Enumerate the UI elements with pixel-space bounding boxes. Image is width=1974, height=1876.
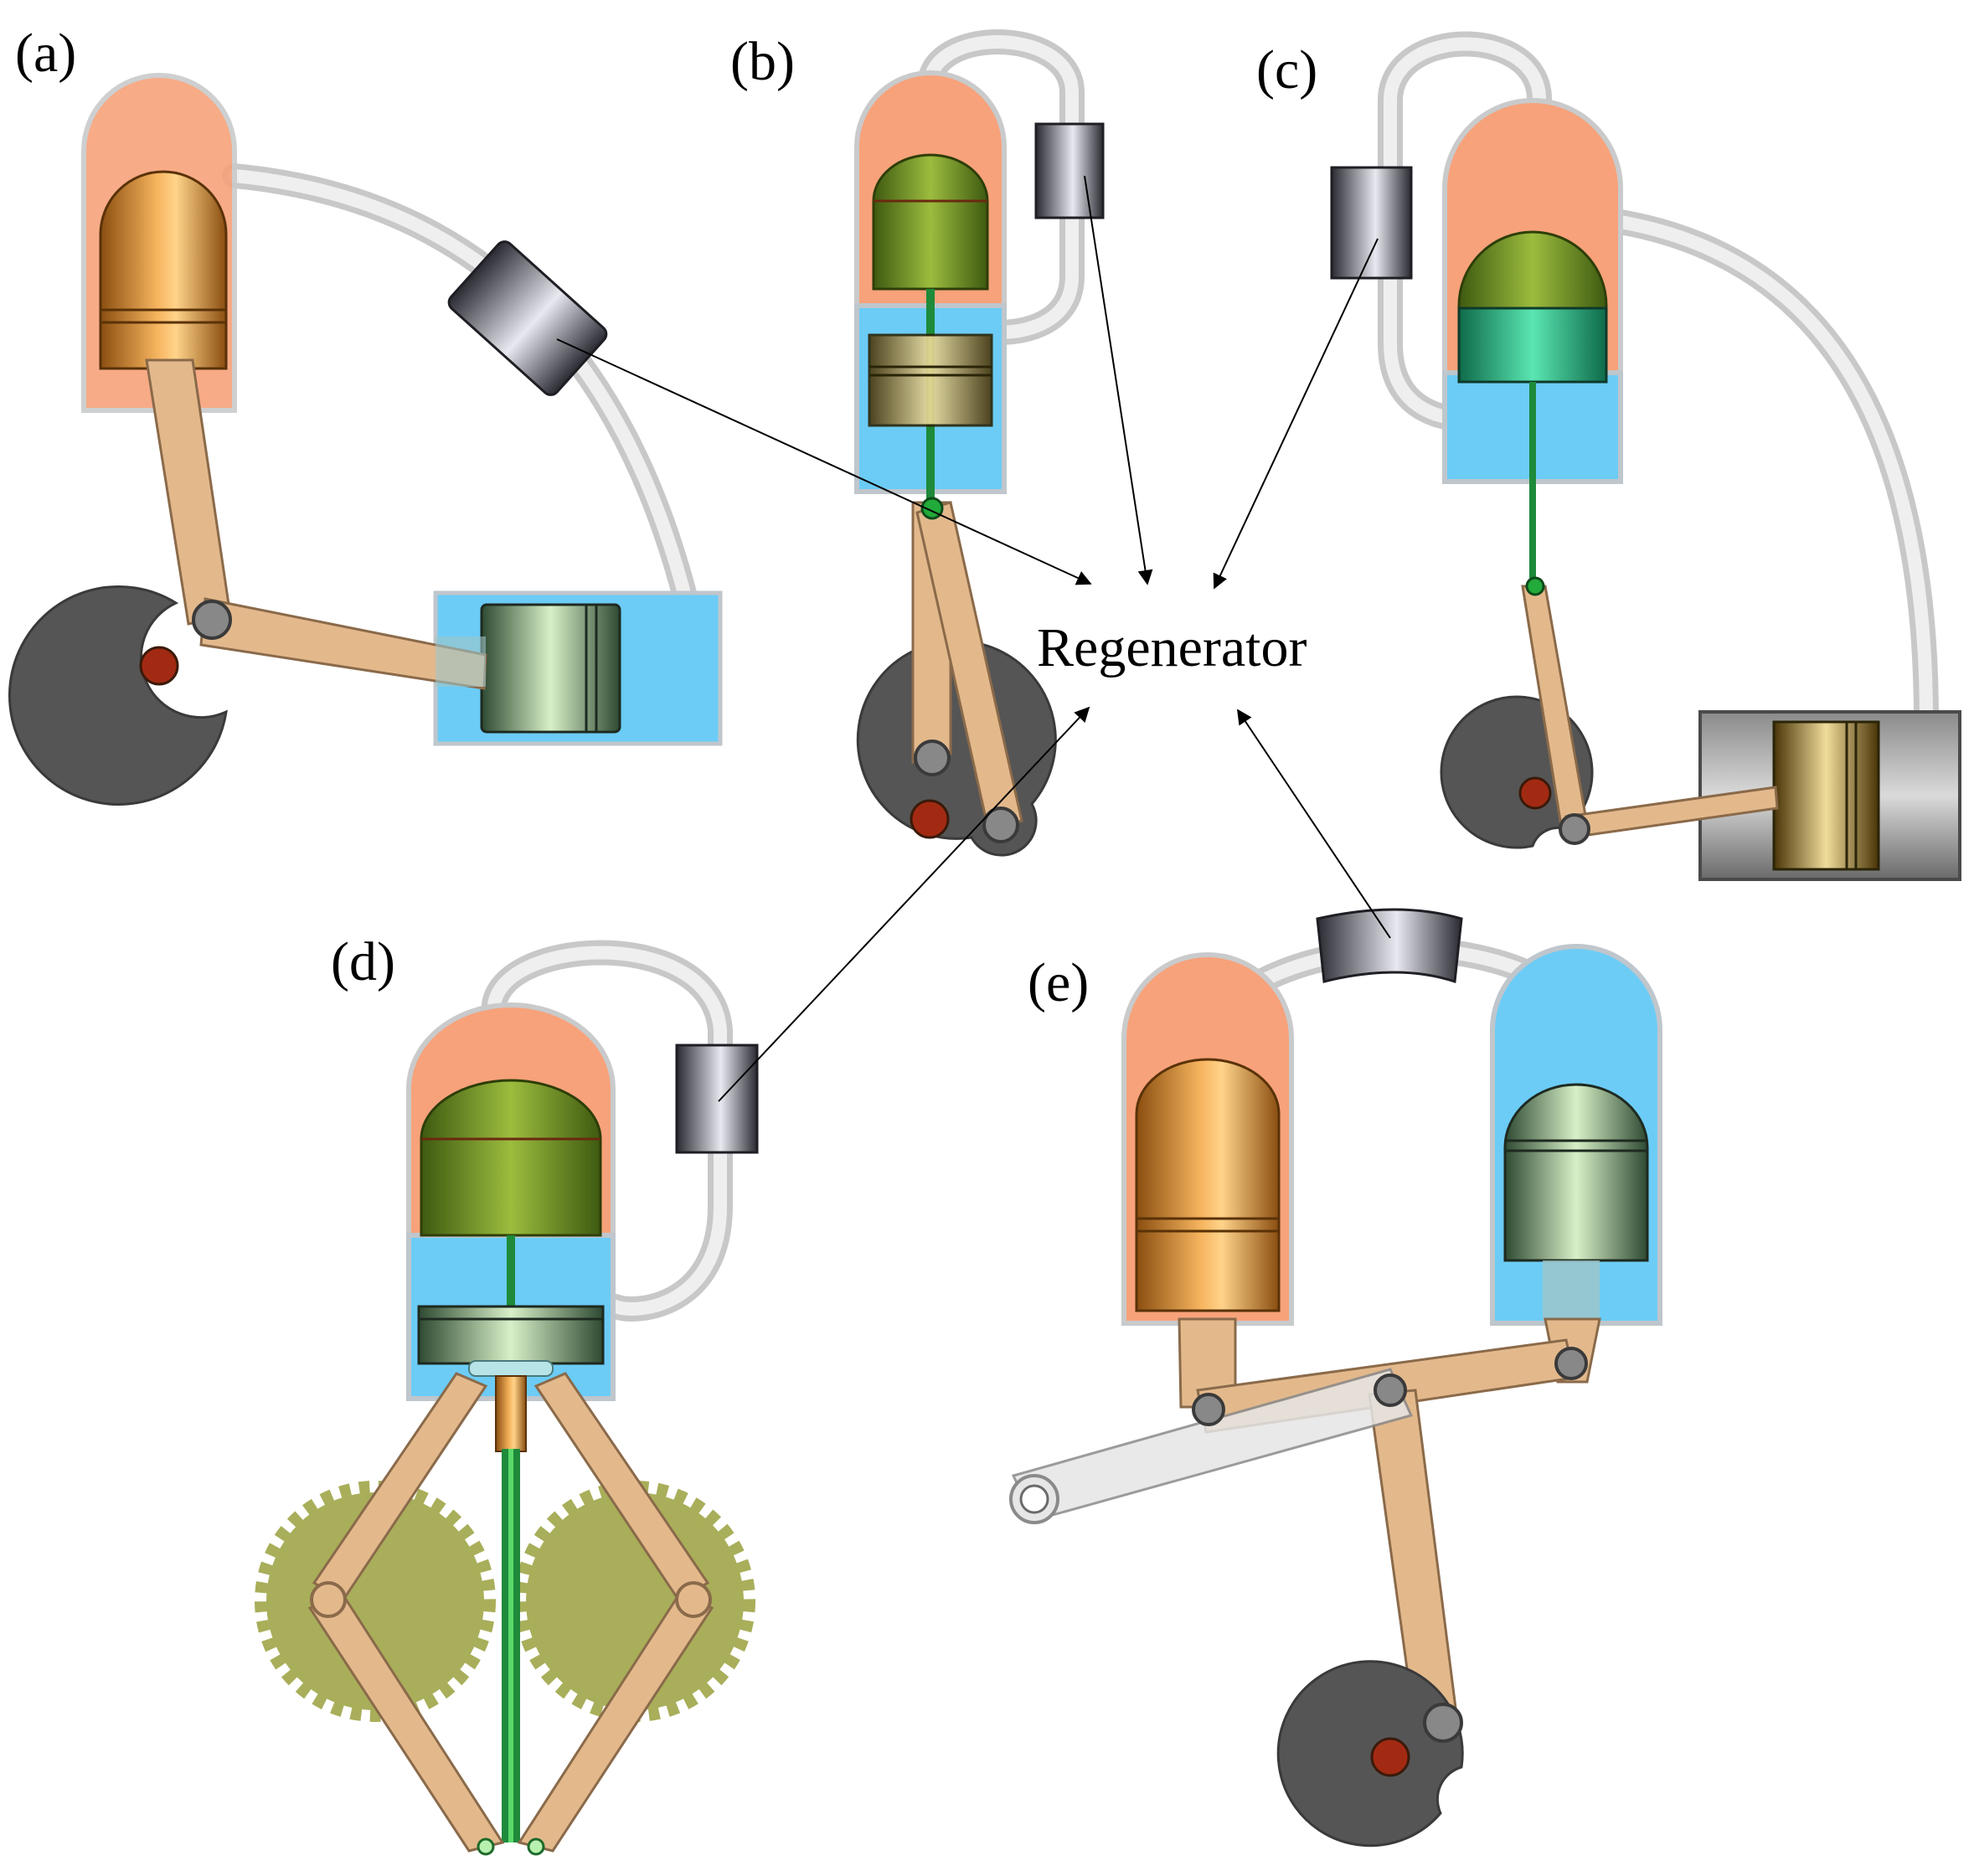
regenerator-label: Regenerator — [1037, 617, 1307, 678]
panel-e-pin-beam-left — [1192, 1393, 1225, 1426]
panel-d-pin-bottom-left — [477, 1837, 495, 1856]
panel-b-beta-engine: (b) — [730, 29, 1105, 857]
panel-a-tube — [222, 163, 699, 616]
panel-e-hot-piston — [1135, 1058, 1281, 1312]
panel-d-link-upper-right — [533, 1372, 710, 1601]
panel-b-label: (b) — [730, 31, 795, 92]
panel-d-rhombic-engine: (d) — [255, 931, 759, 1856]
panel-d-pin-left — [310, 1581, 347, 1618]
panel-e-crank-pin — [1423, 1703, 1463, 1743]
arrow-from-d — [718, 706, 1090, 1102]
arrow-from-c — [1213, 238, 1379, 590]
panel-c-label: (c) — [1256, 39, 1317, 100]
arrow-from-a — [556, 338, 1092, 585]
panel-e-alpha-engine: (e) — [1009, 908, 1662, 1848]
panel-c-crankshaft — [1518, 776, 1552, 810]
panel-b-pin-right — [982, 807, 1019, 843]
panel-e-label: (e) — [1028, 952, 1089, 1013]
panel-d-displacer — [420, 1079, 602, 1237]
panel-e-crank-disk — [1276, 1660, 1464, 1848]
panel-e-cold-piston — [1503, 1083, 1649, 1262]
panel-d-pin-bottom-right — [527, 1837, 545, 1856]
panel-b-power-piston — [868, 333, 993, 427]
panel-d-regenerator — [675, 1044, 759, 1154]
panel-d-power-piston — [417, 1305, 605, 1365]
panel-b-regenerator — [1034, 122, 1105, 219]
panel-b-displacer — [872, 153, 989, 291]
panel-c-crank-pin — [1559, 813, 1590, 845]
panel-a-crankshaft — [139, 646, 179, 686]
panel-a-crank-disk — [8, 585, 228, 806]
panel-c-pin-upper — [1525, 576, 1545, 596]
panel-a-label: (a) — [15, 23, 76, 84]
arrow-from-b — [1084, 175, 1153, 585]
panel-a-cold-piston — [480, 603, 621, 734]
panel-a-crank-pin — [192, 600, 232, 640]
panel-d-label: (d) — [331, 931, 395, 992]
panel-e-pin-beam-right — [1554, 1347, 1588, 1380]
panel-a-hot-piston — [99, 170, 228, 370]
panel-d-sleeve — [495, 1375, 527, 1452]
panel-e-regenerator — [1316, 908, 1463, 984]
panel-a-regenerator — [447, 240, 608, 396]
panel-b-pin-left — [914, 740, 951, 776]
panel-e-crankshaft — [1370, 1737, 1410, 1777]
panel-d-pin-right — [675, 1581, 712, 1618]
panel-c-power-piston — [1772, 720, 1880, 871]
panel-a-alpha-engine: (a) — [8, 23, 723, 806]
regenerator-callout: Regenerator — [556, 175, 1391, 1102]
panel-c-regenerator — [1330, 166, 1413, 280]
panel-c-gamma-engine: (c) — [1256, 31, 1961, 881]
panel-b-crankshaft — [910, 799, 950, 839]
panel-c-tube-right — [1608, 209, 1939, 733]
panel-e-pin-beam-mid — [1374, 1374, 1407, 1407]
arrow-from-e — [1236, 709, 1391, 939]
